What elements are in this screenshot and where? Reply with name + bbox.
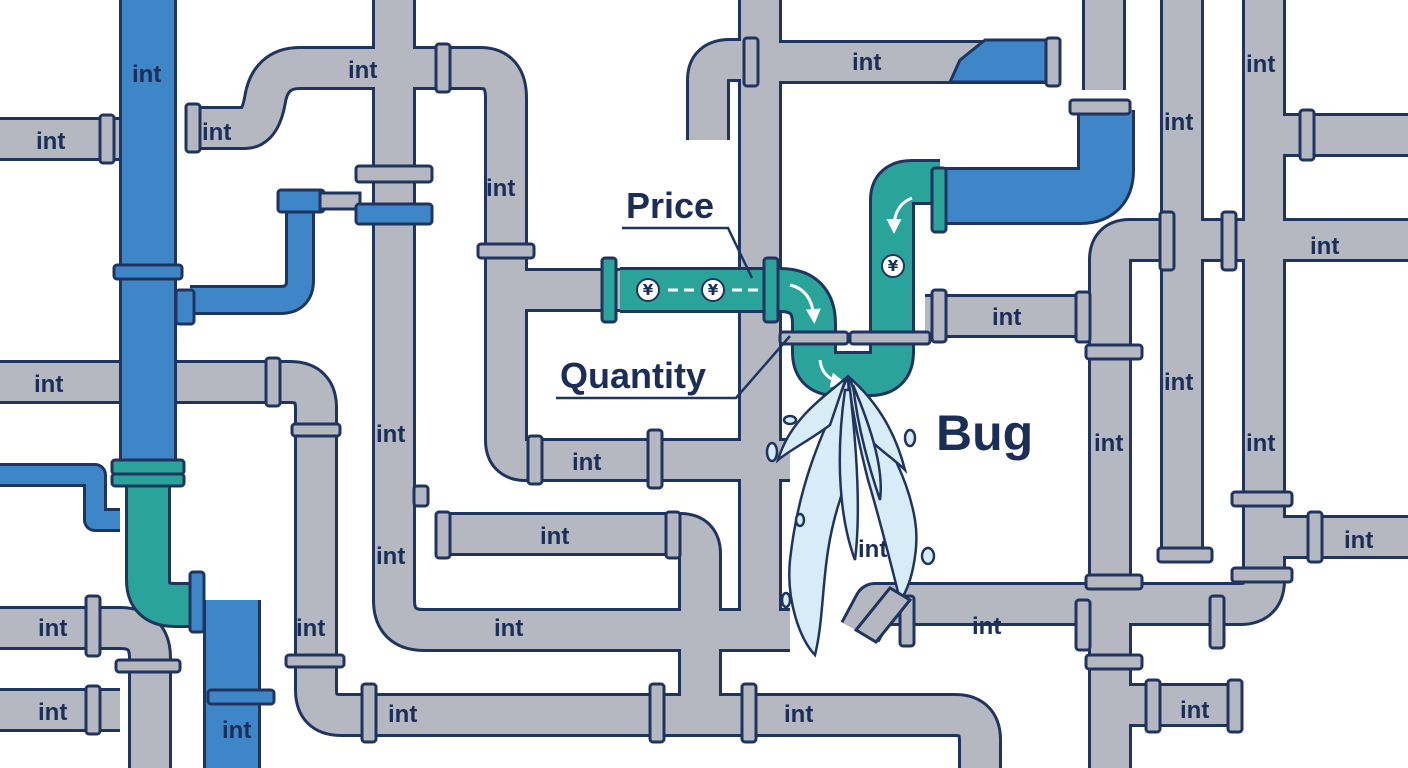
int-label: int xyxy=(572,449,601,476)
int-label: int xyxy=(1164,109,1193,136)
int-label: int xyxy=(34,371,63,398)
int-label: int xyxy=(348,57,377,84)
flow-arrow-icon xyxy=(668,196,913,388)
yen-coin-icon: ¥ xyxy=(636,278,660,302)
int-label: int xyxy=(376,421,405,448)
teal-pipe-flanges xyxy=(110,458,186,488)
int-label: int xyxy=(38,699,67,726)
int-label: int xyxy=(1344,527,1373,554)
svg-text:¥: ¥ xyxy=(643,281,654,299)
blue-pipe-thin xyxy=(0,38,1062,532)
blue-pipe-flanges xyxy=(112,202,434,706)
int-label: int xyxy=(1094,430,1123,457)
yen-coin-icon: ¥ xyxy=(701,278,725,302)
int-label: int xyxy=(202,119,231,146)
callout-leaders xyxy=(556,226,791,400)
int-label: int xyxy=(972,613,1001,640)
svg-text:¥: ¥ xyxy=(708,281,719,299)
int-label: int xyxy=(38,615,67,642)
price-label: Price xyxy=(626,185,714,226)
int-label: int xyxy=(388,701,417,728)
int-label: int xyxy=(784,701,813,728)
int-label: int xyxy=(1164,369,1193,396)
quantity-label: Quantity xyxy=(560,355,706,396)
int-label: int xyxy=(1246,430,1275,457)
int-label: int xyxy=(36,128,65,155)
svg-text:¥: ¥ xyxy=(888,257,899,275)
int-label: int xyxy=(222,717,251,744)
int-label: int xyxy=(858,536,887,563)
blue-pipe-fills xyxy=(122,0,1132,768)
int-label: int xyxy=(1246,51,1275,78)
int-label: int xyxy=(540,523,569,550)
pipe-flanges xyxy=(84,36,1324,744)
int-label: int xyxy=(992,304,1021,331)
int-label: int xyxy=(1180,697,1209,724)
yen-coin-icon: ¥ xyxy=(881,254,905,278)
int-label: int xyxy=(486,175,515,202)
int-label: int xyxy=(1310,233,1339,260)
water-splash-icon xyxy=(765,374,936,658)
int-label: int xyxy=(852,49,881,76)
int-label: int xyxy=(296,615,325,642)
int-label: int xyxy=(494,615,523,642)
broken-pipe-end xyxy=(853,586,913,644)
bug-label: Bug xyxy=(936,405,1033,461)
int-label: int xyxy=(376,543,405,570)
int-type-labels: int int int int int int int int int int … xyxy=(34,49,1373,744)
valve-icon xyxy=(276,188,362,214)
int-label: int xyxy=(132,61,161,88)
